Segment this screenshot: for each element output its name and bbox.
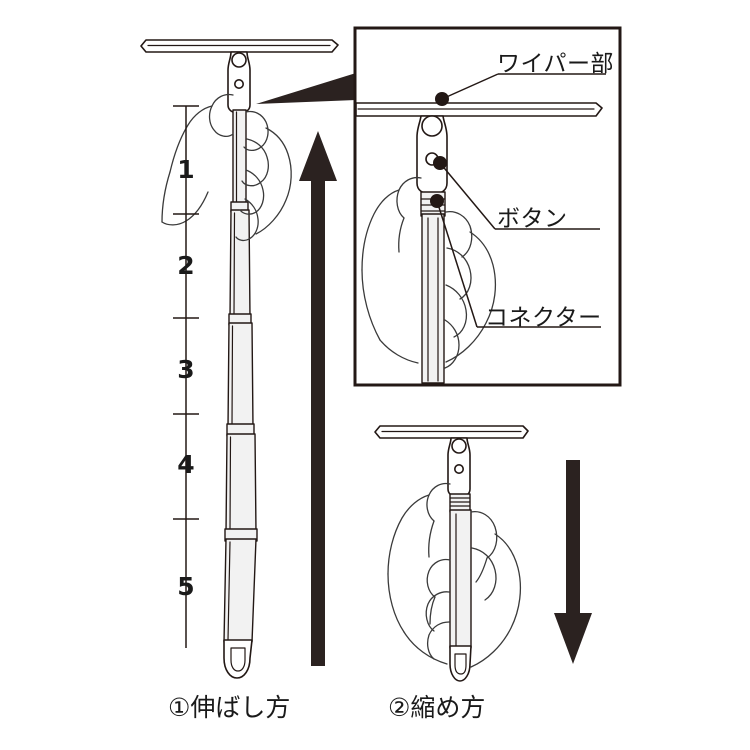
wiper-blade-detail bbox=[355, 102, 603, 117]
telescopic-pole-main bbox=[223, 109, 258, 643]
pole-detail bbox=[421, 213, 445, 384]
length-scale bbox=[173, 105, 199, 648]
scale-tick-label-5: 5 bbox=[177, 572, 195, 601]
inset-pointer-triangle bbox=[256, 73, 356, 104]
head-joint-main bbox=[227, 51, 251, 114]
wiper-blade-main bbox=[140, 39, 339, 53]
figure-retracted bbox=[374, 425, 529, 682]
callout-label-button: ボタン bbox=[497, 206, 568, 232]
hands-retracted bbox=[387, 482, 522, 668]
callout-leaders bbox=[430, 73, 606, 328]
detail-panel bbox=[353, 26, 622, 387]
callout-label-wiper: ワイパー部 bbox=[497, 51, 615, 77]
head-joint-detail bbox=[416, 115, 448, 195]
hanging-loop-retracted bbox=[449, 645, 472, 682]
scale-tick-label-2: 2 bbox=[177, 251, 195, 280]
retract-arrow bbox=[554, 460, 592, 664]
figure-extended bbox=[140, 39, 339, 679]
caption-retract: ②縮め方 bbox=[388, 693, 486, 722]
caption-extend: ①伸ばし方 bbox=[168, 693, 291, 722]
pole-retracted bbox=[449, 509, 472, 649]
wiper-blade-retracted bbox=[374, 425, 529, 439]
scale-tick-label-4: 4 bbox=[177, 450, 195, 479]
extend-arrow bbox=[299, 131, 337, 666]
head-joint-retracted bbox=[447, 437, 471, 498]
callout-label-connector: コネクター bbox=[485, 305, 602, 331]
scale-tick-label-1: 1 bbox=[177, 155, 195, 184]
scale-tick-label-3: 3 bbox=[177, 355, 195, 384]
hanging-loop-main bbox=[223, 639, 253, 679]
